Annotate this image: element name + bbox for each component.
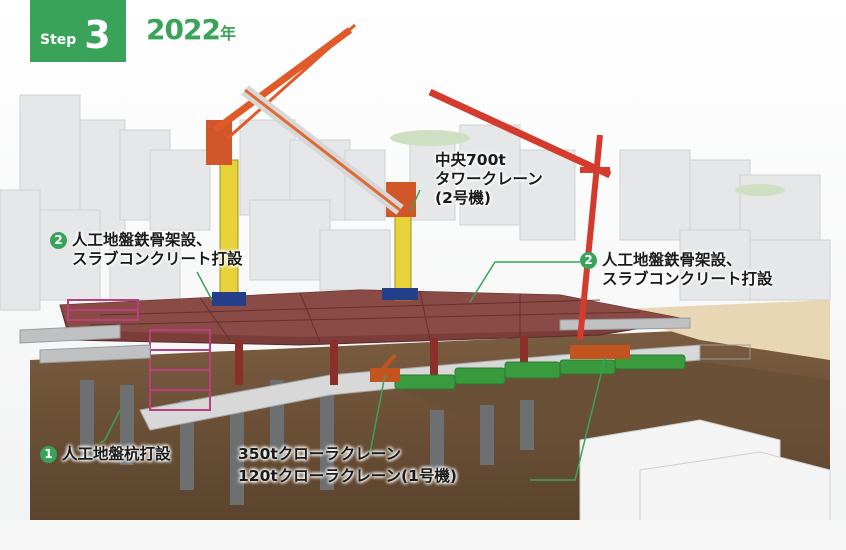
label-slab-right: 2 人工地盤鉄骨架設、 スラブコンクリート打設 <box>580 251 773 289</box>
crawler-350-text: 350tクローラクレーン <box>238 445 401 463</box>
crawler-crane-right <box>428 88 612 341</box>
leader-lines <box>99 189 606 481</box>
step-word: Step <box>40 32 77 48</box>
tower-crane-line1: 中央700t <box>435 151 506 169</box>
marker-1: 1 <box>40 446 57 463</box>
crawler-120-text: 120tクローラクレーン(1号機) <box>238 467 457 485</box>
year-unit: 年 <box>219 24 236 43</box>
slab-left-line2: スラブコンクリート打設 <box>72 250 243 268</box>
marker-2-right: 2 <box>580 252 597 269</box>
piles-text: 人工地盤杭打設 <box>62 445 171 463</box>
tower-crane-line2: タワークレーン <box>435 170 543 188</box>
scaffolding <box>67 299 211 411</box>
city-buildings <box>0 94 831 311</box>
slab-left-line1: 人工地盤鉄骨架設、 <box>72 231 212 249</box>
year-title: 2022年 <box>146 13 236 46</box>
year-number: 2022 <box>146 13 221 46</box>
foreground-buildings <box>0 419 846 550</box>
green-containers <box>394 354 686 390</box>
slab-right-line1: 人工地盤鉄骨架設、 <box>602 251 742 269</box>
tower-crane-line3: (2号機) <box>435 189 491 207</box>
label-slab-left: 2 人工地盤鉄骨架設、 スラブコンクリート打設 <box>50 231 243 269</box>
tower-crane-left <box>206 23 356 306</box>
tower-crane-center <box>241 85 418 301</box>
label-crawler-350: 350tクローラクレーン <box>238 445 401 464</box>
step-badge: Step 3 <box>30 0 126 62</box>
label-crawler-120: 120tクローラクレーン(1号機) <box>238 467 457 486</box>
step-number: 3 <box>84 13 111 57</box>
label-piles: 1 人工地盤杭打設 <box>40 445 171 464</box>
marker-2-left: 2 <box>50 232 67 249</box>
slab-right-line2: スラブコンクリート打設 <box>602 270 773 288</box>
label-tower-crane: 中央700t タワークレーン (2号機) <box>435 151 543 208</box>
